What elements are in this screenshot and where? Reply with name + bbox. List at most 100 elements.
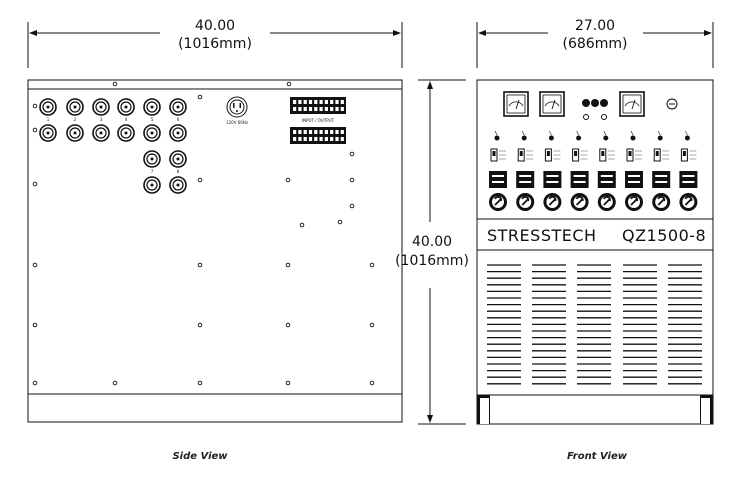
terminal-pin xyxy=(335,100,339,104)
connector-number: 8 xyxy=(177,169,180,174)
display-block xyxy=(652,171,671,188)
front-width-dimension: 27.00 (686mm) xyxy=(476,18,714,68)
screw xyxy=(197,380,203,386)
terminal-pin xyxy=(319,130,323,134)
connector-number: 3 xyxy=(100,117,103,122)
screw xyxy=(369,262,375,268)
screw xyxy=(299,222,305,228)
terminal-pin xyxy=(314,107,318,111)
channel-8 xyxy=(679,130,698,211)
side-view-caption: Side View xyxy=(172,451,228,462)
bnc-connector xyxy=(39,98,57,116)
side-width-dimension: 40.00 (1016mm) xyxy=(27,18,403,68)
panel-meters xyxy=(503,91,645,117)
channel-7 xyxy=(652,130,671,211)
terminal-pin xyxy=(340,100,344,104)
screw xyxy=(32,380,38,386)
terminal-pin xyxy=(330,137,334,141)
bnc-connector xyxy=(92,124,110,142)
screw xyxy=(369,380,375,386)
terminal-pin xyxy=(308,137,313,141)
toggle-switch xyxy=(544,148,552,162)
brand-name: STRESSTECH xyxy=(487,226,597,245)
screw xyxy=(349,203,355,209)
bnc-connector xyxy=(143,98,161,116)
screw xyxy=(286,81,292,87)
display-block xyxy=(489,171,507,188)
terminal-pin xyxy=(319,100,323,104)
side-width-inches: 40.00 xyxy=(195,18,235,34)
connector-number: 1 xyxy=(47,117,50,122)
terminal-pin xyxy=(303,100,307,104)
screw xyxy=(285,262,291,268)
screw xyxy=(197,94,203,100)
terminal-pin xyxy=(324,137,328,141)
channel-5 xyxy=(597,130,616,211)
terminal-pin xyxy=(340,107,344,111)
terminal-pin xyxy=(314,100,318,104)
bnc-connector xyxy=(169,124,187,142)
toggle-switch xyxy=(490,148,498,162)
front-height-inches: 40.00 xyxy=(412,234,452,250)
screw xyxy=(197,177,203,183)
terminal-pin xyxy=(335,130,339,134)
terminal-pin xyxy=(324,107,328,111)
indicator-lamp xyxy=(630,135,636,141)
indicator-lamp xyxy=(548,135,554,141)
analog-meter xyxy=(619,91,645,117)
terminal-pin xyxy=(330,107,334,111)
terminal-label: INPUT / OUTPUT xyxy=(302,118,335,123)
display-block xyxy=(543,171,562,188)
screw xyxy=(112,380,118,386)
terminal-pin xyxy=(298,137,302,141)
display-block xyxy=(625,171,643,188)
screw xyxy=(349,151,355,157)
vent-louvers xyxy=(487,264,702,385)
terminal-pin xyxy=(319,107,323,111)
front-width-mm: (686mm) xyxy=(563,36,628,52)
terminal-pin xyxy=(298,107,302,111)
indicator-lamp xyxy=(494,135,500,141)
connector-number: 7 xyxy=(151,169,154,174)
toggle-switch xyxy=(680,148,688,162)
power-knob xyxy=(666,98,678,110)
terminal-pin xyxy=(324,100,328,104)
bnc-connector xyxy=(169,176,187,194)
indicator-lamp xyxy=(521,135,527,141)
bnc-connector xyxy=(92,98,110,116)
terminal-pin xyxy=(314,130,318,134)
outlet-label: 120V 60Hz xyxy=(226,120,248,125)
screw xyxy=(32,103,38,109)
terminal-pin xyxy=(319,137,323,141)
terminal-pin xyxy=(335,137,339,141)
bnc-connector xyxy=(66,124,84,142)
channel-1 xyxy=(489,130,507,211)
toggle-switch xyxy=(653,148,661,162)
channel-6 xyxy=(625,130,643,211)
bnc-connector xyxy=(66,98,84,116)
front-height-mm: (1016mm) xyxy=(395,253,469,269)
screw xyxy=(285,322,291,328)
indicator-lamp xyxy=(657,135,663,141)
screw xyxy=(32,127,38,133)
bnc-connector xyxy=(143,124,161,142)
front-view-caption: Front View xyxy=(567,451,628,462)
toggle-switch xyxy=(626,148,634,162)
bnc-connector xyxy=(117,124,135,142)
terminal-pin xyxy=(335,107,339,111)
terminal-pin xyxy=(293,107,297,111)
indicator-lamp xyxy=(576,135,582,141)
bnc-connector xyxy=(169,150,187,168)
model-number: QZ1500-8 xyxy=(622,226,706,245)
terminal-pin xyxy=(293,137,297,141)
screw xyxy=(369,322,375,328)
power-outlet: 120V 60Hz xyxy=(226,96,248,125)
terminal-blocks: INPUT / OUTPUT xyxy=(290,97,346,144)
connector-number: 2 xyxy=(74,117,77,122)
bnc-connector xyxy=(169,98,187,116)
terminal-pin xyxy=(293,100,297,104)
terminal-pin xyxy=(314,137,318,141)
terminal-pin xyxy=(298,100,302,104)
front-width-inches: 27.00 xyxy=(575,18,615,34)
